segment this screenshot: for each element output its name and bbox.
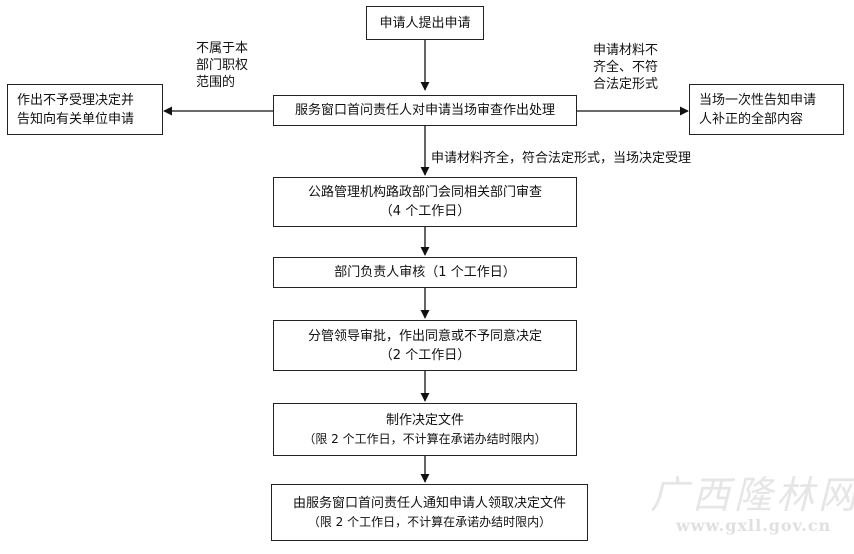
node-supplement: 当场一次性告知申请 人补正的全部内容 [689,84,844,135]
node-reject-line-1: 作出不予受理决定并 [17,92,135,108]
node-apply-label: 申请人提出申请 [379,15,471,31]
node-department-head: 部门负责人审核（1 个工作日） [273,257,577,288]
label-materials-incomplete-line-3: 合法定形式 [593,77,659,92]
watermark-site-url: www.gxll.gov.cn [676,516,832,535]
label-accept-on-spot: 申请材料齐全，符合法定形式，当场决定受理 [431,150,691,167]
node-window-review: 服务窗口首问责任人对申请当场审查作出处理 [273,95,577,126]
node-reject-line-2: 告知向有关单位申请 [17,111,135,127]
label-not-in-scope-line-3: 范围的 [196,75,236,90]
node-notify-applicant-line-2: （限 2 个工作日，不计算在承诺办结时限内） [307,514,552,529]
watermark-site-name: 广西隆林网 [650,473,854,517]
node-supplement-line-2: 人补正的全部内容 [699,111,804,127]
node-reject: 作出不予受理决定并 告知向有关单位申请 [7,84,163,135]
node-notify-applicant-line-1: 由服务窗口首问责任人通知申请人领取决定文件 [292,495,566,511]
node-make-document: 制作决定文件 （限 2 个工作日，不计算在承诺办结时限内） [273,403,577,456]
node-department-head-label: 部门负责人审核（1 个工作日） [334,265,516,280]
node-window-review-label: 服务窗口首问责任人对申请当场审查作出处理 [294,103,555,118]
node-road-admin-review-line-2: （4 个工作日） [379,204,471,219]
label-materials-incomplete-line-1: 申请材料不 [593,43,659,58]
label-materials-incomplete-line-2: 齐全、不符 [593,60,659,75]
node-road-admin-review-line-1: 公路管理机构路政部门会同相关部门审查 [307,185,542,200]
node-make-document-line-1: 制作决定文件 [385,412,464,428]
label-accept-on-spot-text: 申请材料齐全，符合法定形式，当场决定受理 [431,151,692,166]
node-make-document-line-2: （限 2 个工作日，不计算在承诺办结时限内） [303,431,547,446]
node-road-admin-review: 公路管理机构路政部门会同相关部门审查 （4 个工作日） [273,177,577,227]
node-leader-approval-line-2: （2 个工作日） [379,347,471,363]
node-leader-approval-line-1: 分管领导审批，作出同意或不予同意决定 [307,328,542,344]
node-notify-applicant: 由服务窗口首问责任人通知申请人领取决定文件 （限 2 个工作日，不计算在承诺办结… [271,484,588,541]
label-materials-incomplete: 申请材料不 齐全、不符 合法定形式 [593,42,658,93]
node-leader-approval: 分管领导审批，作出同意或不予同意决定 （2 个工作日） [273,320,577,371]
label-not-in-scope-line-2: 部门职权 [196,58,249,73]
node-apply: 申请人提出申请 [366,6,484,40]
node-supplement-line-1: 当场一次性告知申请 [699,92,817,108]
label-not-in-scope-line-1: 不属于本 [196,41,249,56]
label-not-in-scope: 不属于本 部门职权 范围的 [196,40,248,91]
